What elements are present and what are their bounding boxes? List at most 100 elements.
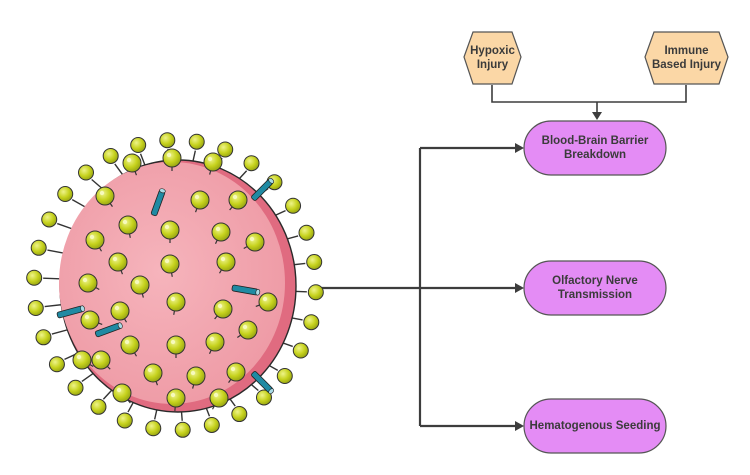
arrowhead-olfactory (515, 283, 524, 293)
surface-spike-highlight (213, 392, 219, 398)
outer-spike-head (116, 412, 133, 429)
outer-spike-head (35, 329, 52, 346)
surface-spike-head (258, 292, 278, 312)
outer-spike-head (48, 356, 65, 373)
virus-icon (26, 132, 324, 438)
surface-spike-highlight (215, 226, 221, 232)
surface-spike-head (166, 388, 186, 408)
hematogenous-seeding-node (523, 398, 667, 454)
surface-spike-head (238, 320, 258, 340)
outer-spike-head (67, 379, 84, 396)
outer-spike-head (57, 186, 74, 203)
surface-spike-highlight (114, 305, 120, 311)
olfactory-transmission-node (523, 260, 667, 316)
surface-spike-head (85, 230, 105, 250)
outer-spike-head (41, 211, 58, 228)
surface-spike-head (190, 190, 210, 210)
surface-spike-head (166, 292, 186, 312)
outer-spike-head (203, 416, 220, 433)
surface-spike-head (80, 310, 100, 330)
outer-spike-head (307, 284, 324, 301)
surface-spike-highlight (164, 258, 170, 264)
spike-rod (150, 188, 166, 217)
surface-spike-head (108, 252, 128, 272)
surface-spike-highlight (112, 256, 118, 262)
surface-spike-head (112, 383, 132, 403)
surface-spike-head (203, 152, 223, 172)
spike-rod (56, 305, 85, 319)
surface-spike-highlight (134, 279, 140, 285)
outer-spike-head (292, 342, 309, 359)
outer-spike-head (102, 147, 119, 164)
surface-spike-highlight (194, 194, 200, 200)
surface-spike-highlight (190, 370, 196, 376)
surface-spike-highlight (95, 354, 101, 360)
surface-spike-highlight (166, 152, 172, 158)
surface-spike-highlight (84, 314, 90, 320)
outer-spike-head (217, 141, 234, 158)
surface-spike-head (213, 299, 233, 319)
outer-spike-head (285, 197, 302, 214)
surface-spike-highlight (122, 219, 128, 225)
surface-spike-highlight (82, 277, 88, 283)
surface-spike-head (209, 388, 229, 408)
surface-spike-highlight (230, 366, 236, 372)
outer-spike-head (90, 398, 107, 415)
surface-spike-highlight (209, 336, 215, 342)
surface-spike-highlight (124, 339, 130, 345)
surface-spike-head (130, 275, 150, 295)
outer-spike-head (78, 164, 95, 181)
surface-spike-highlight (249, 236, 255, 242)
surface-spike-head (211, 222, 231, 242)
immune-injury-node (644, 31, 729, 85)
surface-spike-highlight (116, 387, 122, 393)
surface-spike-head (95, 186, 115, 206)
outer-spike-head (159, 132, 176, 149)
spike-rod (94, 322, 123, 338)
surface-spike-head (245, 232, 265, 252)
surface-spike-head (216, 252, 236, 272)
virus-inner-rods (56, 177, 275, 395)
surface-spike-highlight (89, 234, 95, 240)
surface-spike-highlight (242, 324, 248, 330)
arrowhead-hematogenous (515, 421, 524, 431)
virus-outer-spikes (26, 132, 324, 438)
surface-spike-highlight (220, 256, 226, 262)
surface-spike-head (78, 273, 98, 293)
arrowhead-bbb (515, 143, 524, 153)
outer-spike-head (298, 224, 315, 241)
surface-spike-highlight (147, 367, 153, 373)
outer-spike-head (255, 389, 272, 406)
surface-spike-highlight (170, 339, 176, 345)
surface-spike-head (143, 363, 163, 383)
virus-body (59, 162, 285, 404)
outer-spike-head (306, 253, 323, 270)
surface-spike-highlight (164, 224, 170, 230)
outer-spike-head (303, 314, 320, 331)
connector-hypoxic-to-junction (491, 85, 597, 103)
surface-spike-head (160, 220, 180, 240)
surface-spike-highlight (217, 303, 223, 309)
surface-spike-head (226, 362, 246, 382)
surface-spike-head (162, 148, 182, 168)
surface-spike-head (120, 335, 140, 355)
surface-spike-head (166, 335, 186, 355)
connector-lines (318, 85, 687, 431)
surface-spike-head (228, 190, 248, 210)
surface-spike-head (72, 350, 92, 370)
virus-surface-spikes (72, 148, 278, 412)
surface-spike-head (160, 254, 180, 274)
outer-spike-head (188, 133, 205, 150)
surface-spike-highlight (170, 296, 176, 302)
surface-spike-highlight (207, 156, 213, 162)
connector-immune-to-junction (597, 85, 687, 103)
surface-spike-head (186, 366, 206, 386)
surface-spike-highlight (262, 296, 268, 302)
outer-spike-head (130, 137, 147, 154)
spike-rod (251, 371, 275, 395)
outer-spike-head (243, 155, 260, 172)
outer-spike-head (231, 406, 248, 423)
outer-spike-head (145, 420, 162, 437)
outer-spike-head (174, 421, 191, 438)
